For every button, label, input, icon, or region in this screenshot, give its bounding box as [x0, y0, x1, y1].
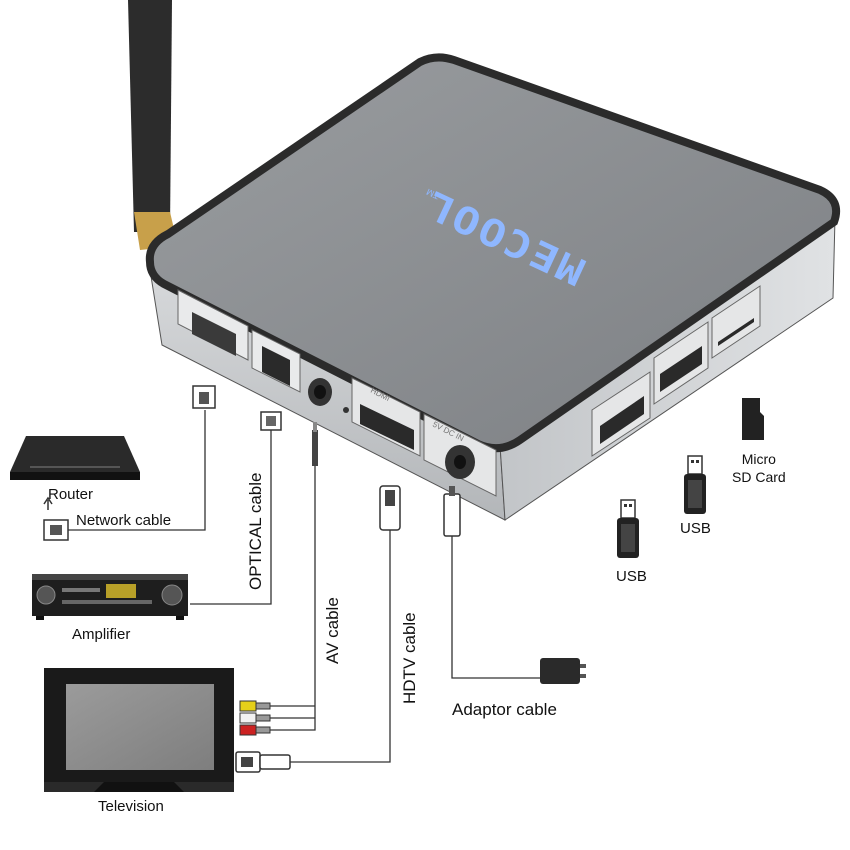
lan-port — [177, 289, 249, 361]
antenna — [128, 0, 178, 250]
dc-in-port: 5V DC IN — [423, 413, 497, 497]
power-adaptor-icon — [540, 658, 586, 684]
tv-box: MECOOL TM HDMI 5V DC IN — [145, 53, 841, 521]
network-plug-icon — [43, 496, 69, 541]
router-icon — [10, 436, 140, 480]
box-top — [145, 53, 841, 453]
micro-sd-label: Micro SD Card — [732, 450, 786, 486]
optical-port — [251, 329, 301, 393]
television-icon — [44, 668, 234, 792]
av-port — [308, 378, 332, 406]
amplifier-icon — [32, 574, 188, 620]
brand-logo-tm: TM — [425, 187, 441, 202]
av-cable-label: AV cable — [323, 597, 342, 664]
lan-connector-icon — [192, 385, 216, 409]
av-jack-icon — [312, 422, 318, 466]
dc-plug-icon — [443, 486, 461, 537]
optical-cable-label: OPTICAL cable — [246, 472, 265, 590]
hdmi-port: HDMI — [351, 377, 421, 457]
ir-sensor — [343, 407, 349, 413]
adaptor-cable-label: Adaptor cable — [452, 700, 557, 719]
hdmi-connector-icon — [379, 485, 401, 531]
amplifier-label: Amplifier — [72, 626, 131, 643]
network-cable-line — [68, 410, 206, 531]
usb-label-1: USB — [616, 568, 647, 585]
usb-stick-icon-1 — [617, 499, 639, 558]
micro-sd-label-line2: SD Card — [732, 469, 786, 485]
router-label: Router — [48, 486, 94, 503]
network-cable-label: Network cable — [76, 512, 172, 529]
usb-stick-icon-2 — [684, 455, 706, 514]
micro-sd-label-line1: Micro — [741, 451, 776, 467]
adaptor-cable-line — [451, 534, 540, 679]
television-label: Television — [98, 798, 164, 815]
optical-cable-line — [190, 430, 272, 605]
av-cable-line — [270, 462, 316, 731]
sd-card-slot — [711, 285, 761, 359]
usb-port-1 — [591, 371, 651, 457]
hdmi-plug-tv-icon — [235, 751, 291, 773]
micro-sd-card-icon — [742, 398, 764, 440]
usb-port-2 — [653, 321, 709, 405]
rca-plugs-icon — [239, 700, 271, 736]
hdtv-cable-line — [290, 528, 391, 763]
optical-connector-icon — [260, 411, 282, 431]
hdtv-cable-label: HDTV cable — [400, 612, 419, 704]
cables — [68, 410, 540, 763]
usb-label-2: USB — [680, 520, 711, 537]
